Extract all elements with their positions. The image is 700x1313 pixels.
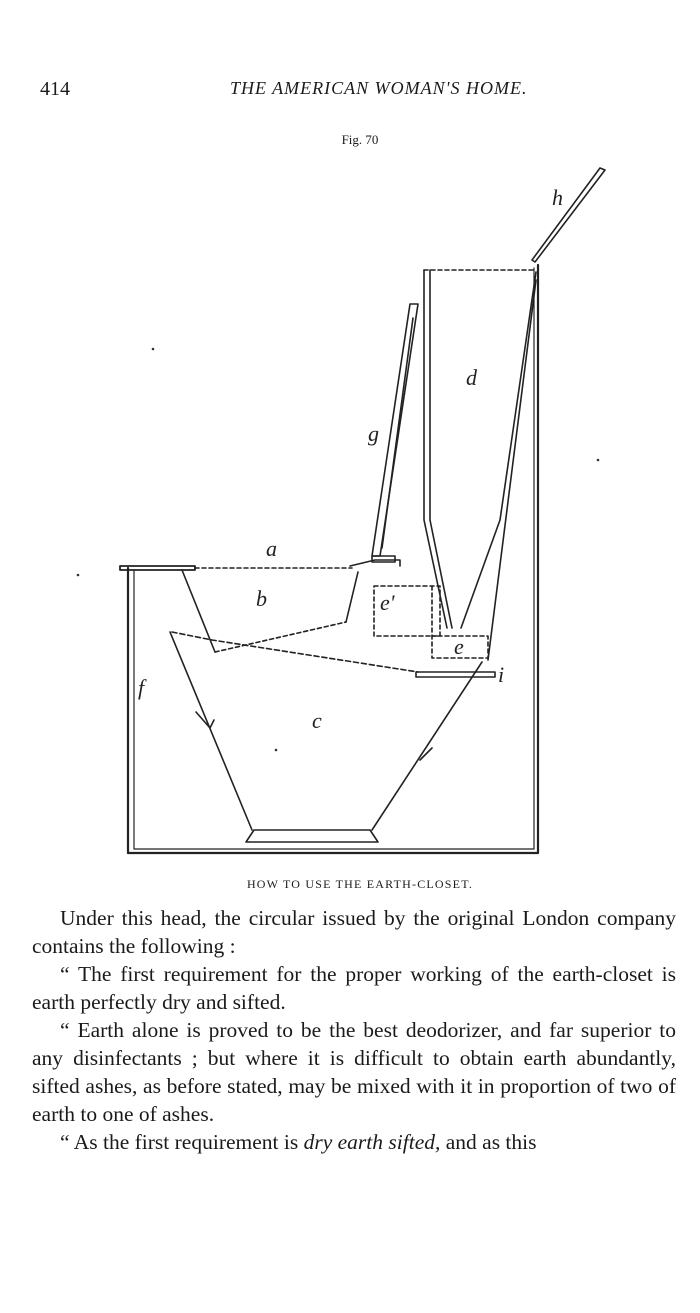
pail-c-base — [245, 829, 379, 843]
body-text: Under this head, the circular issued by … — [32, 904, 676, 1156]
box-outline — [126, 263, 540, 855]
label-d: d — [466, 365, 478, 390]
figure-label: Fig. 70 — [341, 132, 379, 147]
label-b: b — [256, 586, 267, 611]
bucket-b-bottom — [214, 621, 347, 653]
page-number: 414 — [40, 78, 70, 100]
bucket-b-left — [181, 569, 216, 653]
pail-ear-left — [195, 711, 215, 729]
figure-caption: HOW TO USE THE EARTH-CLOSET. — [246, 877, 474, 891]
hopper-inner — [429, 269, 453, 629]
seat-right — [349, 559, 401, 567]
paragraph-4-start: “ As the first requirement is — [60, 1130, 304, 1154]
label-h: h — [552, 185, 563, 210]
label-a: a — [266, 536, 277, 561]
label-g: g — [368, 421, 379, 446]
earth-closet-diagram: h d g a b e' e i f c — [76, 167, 606, 855]
label-c: c — [312, 708, 322, 733]
paragraph-4-emphasis: dry earth sifted, — [303, 1130, 441, 1154]
hopper-right-wall — [460, 271, 537, 629]
running-head: 414 THE AMERICAN WOMAN'S HOME. — [40, 78, 680, 104]
slide-i — [415, 671, 496, 678]
seat-board — [119, 565, 196, 571]
lid-g-hinge — [371, 555, 396, 563]
pail-c-right — [371, 661, 483, 831]
paragraph-2: “ The first requirement for the proper w… — [32, 962, 676, 1014]
label-e: e — [454, 634, 464, 659]
slope-line — [171, 631, 419, 673]
running-title: THE AMERICAN WOMAN'S HOME. — [230, 78, 528, 98]
box-outline-inner — [133, 267, 535, 850]
pail-ear-right — [419, 747, 433, 761]
label-i: i — [498, 662, 504, 687]
paragraph-4-end: and as this — [440, 1130, 537, 1154]
label-f: f — [138, 675, 147, 700]
handle-h — [531, 167, 606, 263]
hopper-right-inner — [487, 279, 537, 661]
paragraph-3: “ Earth alone is proved to be the best d… — [32, 1018, 676, 1126]
hopper-left-wall — [423, 269, 448, 629]
lid-g-inner — [381, 317, 414, 549]
bucket-b-right — [345, 571, 359, 623]
label-e-prime: e' — [380, 590, 395, 615]
paragraph-1: Under this head, the circular issued by … — [32, 906, 676, 958]
tray-e — [431, 585, 489, 659]
pail-c-left — [169, 631, 253, 831]
paragraph-4: “ As the first requirement is dry earth … — [32, 1128, 676, 1156]
